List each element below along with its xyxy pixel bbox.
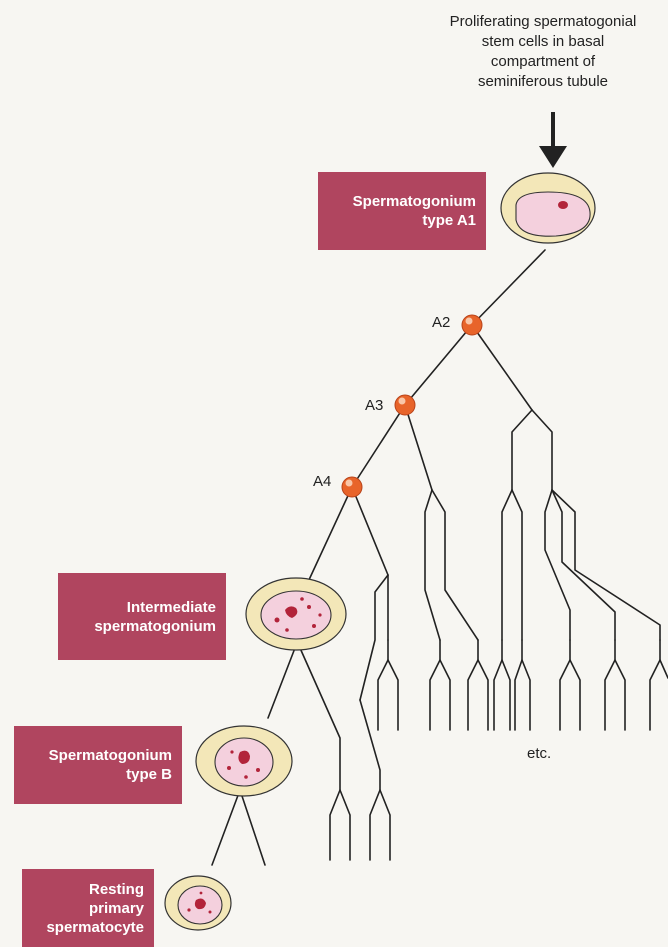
label-intermediate-spermatogonium: Intermediate spermatogonium (58, 573, 226, 660)
branch-line (512, 490, 522, 640)
fork (370, 790, 390, 860)
branch-line (360, 575, 388, 700)
branch-line (405, 405, 432, 490)
label-line: spermatocyte (32, 918, 144, 937)
label-line: type A1 (328, 211, 476, 230)
branch-line (388, 640, 660, 660)
branch-line (532, 410, 552, 490)
cell-a1 (501, 173, 595, 243)
fork (330, 790, 350, 860)
branch-line (352, 487, 388, 575)
division-node-a3 (395, 395, 415, 415)
etc-label: etc. (527, 745, 551, 762)
division-node-a2 (462, 315, 482, 335)
node-label-a2: A2 (432, 314, 450, 331)
fork (430, 660, 450, 730)
cell-intermediate (246, 578, 346, 650)
fork (650, 660, 668, 730)
branch-line (268, 648, 295, 718)
fork (468, 660, 488, 730)
label-line: Spermatogonium (24, 746, 172, 765)
label-resting-primary-spermatocyte: Resting primary spermatocyte (22, 869, 154, 947)
fork (605, 660, 625, 730)
label-line: spermatogonium (68, 617, 216, 636)
fork (494, 660, 510, 730)
label-line: Spermatogonium (328, 192, 476, 211)
label-line: Intermediate (68, 598, 216, 617)
branch-line (300, 648, 340, 790)
cell-resting-primary (165, 876, 231, 930)
node-label-a4: A4 (313, 473, 331, 490)
label-line: type B (24, 765, 172, 784)
fork (378, 660, 398, 730)
branch-line (308, 487, 352, 582)
branch-line (405, 325, 472, 405)
fork (515, 660, 530, 730)
branch-line (502, 490, 512, 640)
cell-type-b (196, 726, 292, 796)
label-spermatogonium-a1: Spermatogonium type A1 (318, 172, 486, 250)
branch-line (432, 490, 478, 640)
label-line: Resting (32, 880, 144, 899)
branch-line (240, 790, 265, 865)
branch-line (512, 410, 532, 490)
label-line: primary (32, 899, 144, 918)
fork (560, 660, 580, 730)
branch-line (472, 325, 532, 410)
branch-line (472, 250, 545, 325)
node-label-a3: A3 (365, 397, 383, 414)
branch-line (425, 490, 440, 640)
label-spermatogonium-type-b: Spermatogonium type B (14, 726, 182, 804)
branch-line (352, 405, 405, 487)
down-arrow-icon (539, 112, 567, 168)
branch-line (552, 490, 615, 640)
branch-line (212, 790, 240, 865)
branch-line (552, 490, 660, 640)
branch-line (360, 700, 380, 790)
division-node-a4 (342, 477, 362, 497)
